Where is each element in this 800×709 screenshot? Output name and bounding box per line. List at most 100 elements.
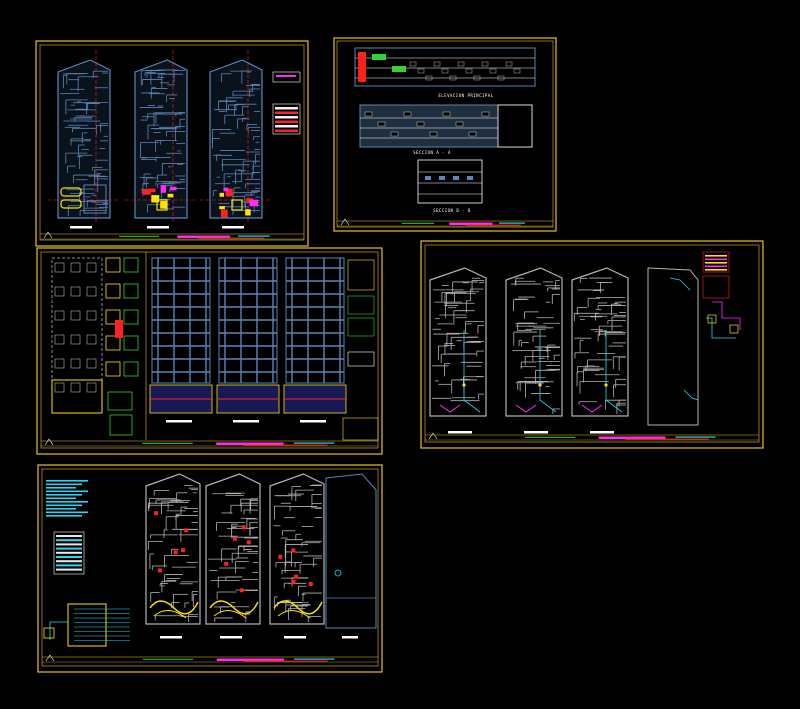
riser-diagram xyxy=(706,317,736,339)
stair-box xyxy=(231,199,243,211)
title-block xyxy=(42,654,378,663)
opening xyxy=(453,176,459,180)
sheet-inner-border xyxy=(424,244,760,443)
opening xyxy=(390,131,399,137)
car-symbol xyxy=(60,187,82,197)
opening xyxy=(455,121,464,127)
building-outline xyxy=(571,267,629,417)
legend-row xyxy=(705,255,727,257)
plan-label-bar xyxy=(166,420,192,423)
legend-box xyxy=(347,351,375,367)
note-line xyxy=(46,511,88,514)
footing xyxy=(86,334,97,345)
window xyxy=(497,75,505,81)
footing xyxy=(54,262,65,273)
sheet-inner-border xyxy=(41,468,379,667)
column-detail xyxy=(123,309,139,325)
furniture-block xyxy=(220,209,228,218)
legend-box xyxy=(347,317,375,337)
panel-board xyxy=(67,603,107,647)
footing xyxy=(70,286,81,297)
note-line xyxy=(46,480,88,482)
legend-row xyxy=(275,125,298,128)
legend-row xyxy=(705,258,727,261)
circuit-arc xyxy=(209,600,259,615)
sheet-border xyxy=(420,240,764,449)
elevation-outline xyxy=(354,47,536,87)
outlet-symbol xyxy=(291,548,296,553)
sanitary-drawings xyxy=(429,251,741,434)
notes-box xyxy=(109,414,133,436)
title-stripe xyxy=(216,442,284,445)
fixture xyxy=(462,383,466,387)
title-stripe xyxy=(625,438,709,440)
title-block xyxy=(40,231,304,240)
title-stripe xyxy=(466,224,521,226)
sheet-sanitary-plans[interactable] xyxy=(420,240,764,449)
title-stripe xyxy=(177,235,231,238)
opening xyxy=(364,111,373,117)
building-outline xyxy=(505,267,563,417)
note-line xyxy=(46,483,82,486)
sheet-structural-plans[interactable] xyxy=(36,247,383,455)
pipe-line xyxy=(605,330,623,413)
plan-label-bar xyxy=(590,431,614,434)
window xyxy=(441,68,449,74)
furniture-block xyxy=(219,206,225,210)
north-arrow xyxy=(340,218,350,226)
plan-label-bar xyxy=(222,226,244,229)
opening xyxy=(403,111,412,117)
section-b-outline xyxy=(417,159,483,204)
plan-label-bar xyxy=(160,636,182,639)
window xyxy=(417,68,425,74)
outlet-symbol xyxy=(291,579,296,584)
sheet-inner-border xyxy=(39,44,305,241)
load-table-row xyxy=(56,568,82,571)
sheet-inner-border xyxy=(40,251,379,449)
footing xyxy=(54,310,65,321)
load-table-row xyxy=(56,556,82,558)
parking-area xyxy=(83,184,107,214)
sheet-inner-border xyxy=(336,40,554,228)
outlet-symbol xyxy=(246,540,251,545)
legend-row xyxy=(705,262,727,264)
plan-label-bar xyxy=(233,420,259,423)
furniture-block xyxy=(160,201,167,209)
fixture xyxy=(604,383,608,387)
sheet-architecture-plans[interactable] xyxy=(35,40,309,247)
detail-red xyxy=(115,320,123,338)
furniture-block xyxy=(245,209,251,216)
feeder-line xyxy=(49,621,68,640)
north-arrow xyxy=(428,432,438,440)
outlet-symbol xyxy=(241,525,246,530)
title-stripe xyxy=(119,235,159,237)
sheet-elevations-sections[interactable]: ELEVACION PRINCIPAL SECCION A - A SECCIO… xyxy=(333,37,557,232)
window xyxy=(489,68,497,74)
building-outline xyxy=(209,59,263,219)
outlet-symbol xyxy=(224,561,229,566)
sheet-border xyxy=(333,37,557,232)
column-detail xyxy=(123,361,139,377)
footing xyxy=(86,310,97,321)
meter-box xyxy=(43,627,55,639)
elevation-section-drawings xyxy=(354,47,536,204)
note-line xyxy=(46,504,82,507)
building-outline xyxy=(134,59,188,219)
load-table-row xyxy=(56,560,82,563)
circuit-arc xyxy=(213,610,247,619)
column-detail xyxy=(105,335,121,351)
column-detail xyxy=(123,283,139,299)
pipe-line xyxy=(439,404,461,413)
legend-row xyxy=(275,129,298,132)
pipe-line xyxy=(515,404,537,413)
sheet-electrical-plans[interactable] xyxy=(37,464,383,673)
pipe-line xyxy=(683,389,699,401)
legend-bar xyxy=(276,75,296,77)
elevation-label: ELEVACION PRINCIPAL xyxy=(438,93,493,98)
note-line xyxy=(46,490,88,493)
opening xyxy=(425,176,431,180)
title-stripe xyxy=(401,222,435,224)
note-line xyxy=(46,497,76,500)
sheet-border xyxy=(37,464,383,673)
furniture-block xyxy=(225,188,233,197)
